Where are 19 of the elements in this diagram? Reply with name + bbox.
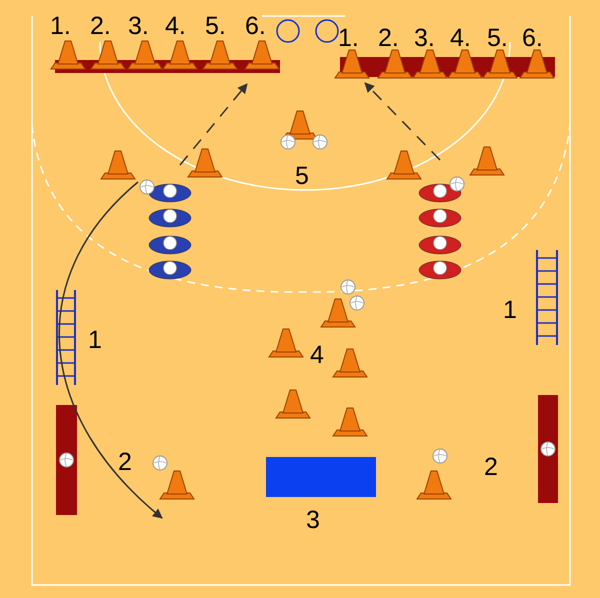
cone-number: 2. xyxy=(378,26,399,51)
cone-number: 4. xyxy=(165,14,186,39)
station-number: 5 xyxy=(295,164,309,189)
cone-number: 3. xyxy=(128,14,149,39)
station-number: 2 xyxy=(484,455,498,480)
cone-number: 6. xyxy=(522,26,543,51)
cone-number: 5. xyxy=(487,26,508,51)
cone-number: 1. xyxy=(50,14,71,39)
station-number: 2 xyxy=(118,450,132,475)
cone-number: 6. xyxy=(245,14,266,39)
cone-number: 2. xyxy=(90,14,111,39)
cone-number: 4. xyxy=(450,26,471,51)
station-number: 3 xyxy=(306,508,320,533)
station-number: 1 xyxy=(88,328,102,353)
cone-number: 1. xyxy=(338,26,359,51)
cone-number: 3. xyxy=(414,26,435,51)
station-number: 1 xyxy=(503,298,517,323)
station-number: 4 xyxy=(310,343,324,368)
cone-number: 5. xyxy=(205,14,226,39)
